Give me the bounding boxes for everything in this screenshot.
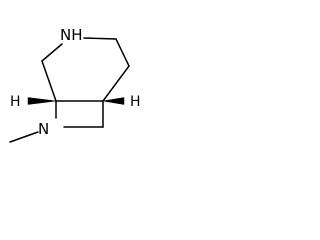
bond-ring-c-right-to-bridgehead-right (102, 65, 130, 102)
bond-ring-nh-to-c-top-right (83, 37, 117, 40)
atom-h-right-label: H (130, 94, 141, 110)
wedge-bond-right-h (102, 97, 125, 105)
atom-nh-label: NH (60, 26, 83, 44)
bond-n-methyl (9, 131, 39, 143)
skeletal-structure: NH N H H (9, 26, 141, 143)
bond-ring-c-top-left-to-nh (41, 43, 63, 62)
wedge-bond-left-h (27, 97, 57, 105)
bond-ring-bridgehead-left-to-c-top-left (41, 60, 57, 102)
atom-h-left-label: H (10, 94, 21, 110)
bond-ring-c-top-right-to-c-right (115, 38, 130, 67)
atom-n-methyl-label: N (38, 120, 49, 138)
